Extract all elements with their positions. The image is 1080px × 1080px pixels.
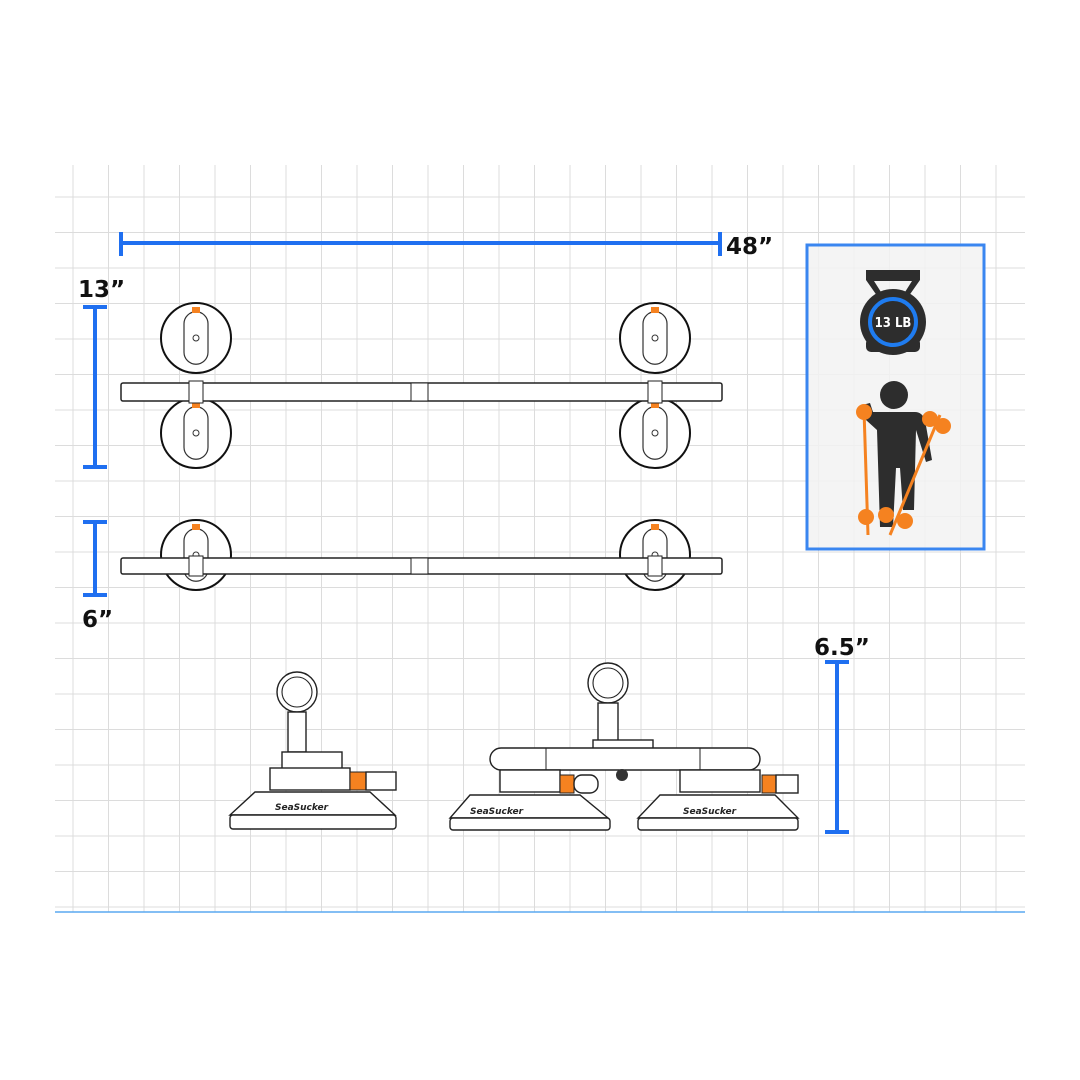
mount-clamp — [647, 380, 663, 404]
suction-cup — [619, 397, 691, 469]
length-dimension: 48” — [119, 232, 773, 260]
weight-panel: 13 LB — [805, 243, 986, 551]
suction-cup — [619, 519, 691, 591]
mount-clamp — [188, 555, 204, 577]
top-view-narrow-rack — [120, 519, 723, 591]
top-height-label: 13” — [78, 277, 125, 303]
person-carrying-icon — [856, 381, 951, 536]
bar-coupler — [410, 382, 429, 402]
weight-label: 13 LB — [875, 316, 912, 331]
suction-cup — [160, 302, 232, 374]
bar-coupler — [410, 557, 429, 575]
top-view-wide-rack — [120, 302, 723, 469]
mount-clamp — [188, 380, 204, 404]
suction-cup — [160, 519, 232, 591]
brand-label: SeaSucker — [470, 807, 524, 817]
top-height-dimension: 13” — [78, 277, 125, 469]
length-label: 48” — [726, 234, 773, 260]
mount-clamp — [647, 555, 663, 577]
suction-cup — [619, 302, 691, 374]
side-view-single-mount: SeaSucker — [228, 671, 397, 830]
suction-cup — [160, 397, 232, 469]
kettlebell-icon: 13 LB — [860, 270, 926, 355]
narrow-height-label: 6” — [82, 607, 113, 633]
brand-label: SeaSucker — [683, 807, 737, 817]
side-height-label: 6.5” — [814, 635, 870, 661]
narrow-height-dimension: 6” — [82, 520, 113, 633]
side-height-dimension: 6.5” — [814, 635, 870, 834]
side-view-double-mount: SeaSucker SeaSucker — [448, 662, 800, 831]
brand-label: SeaSucker — [275, 803, 329, 813]
